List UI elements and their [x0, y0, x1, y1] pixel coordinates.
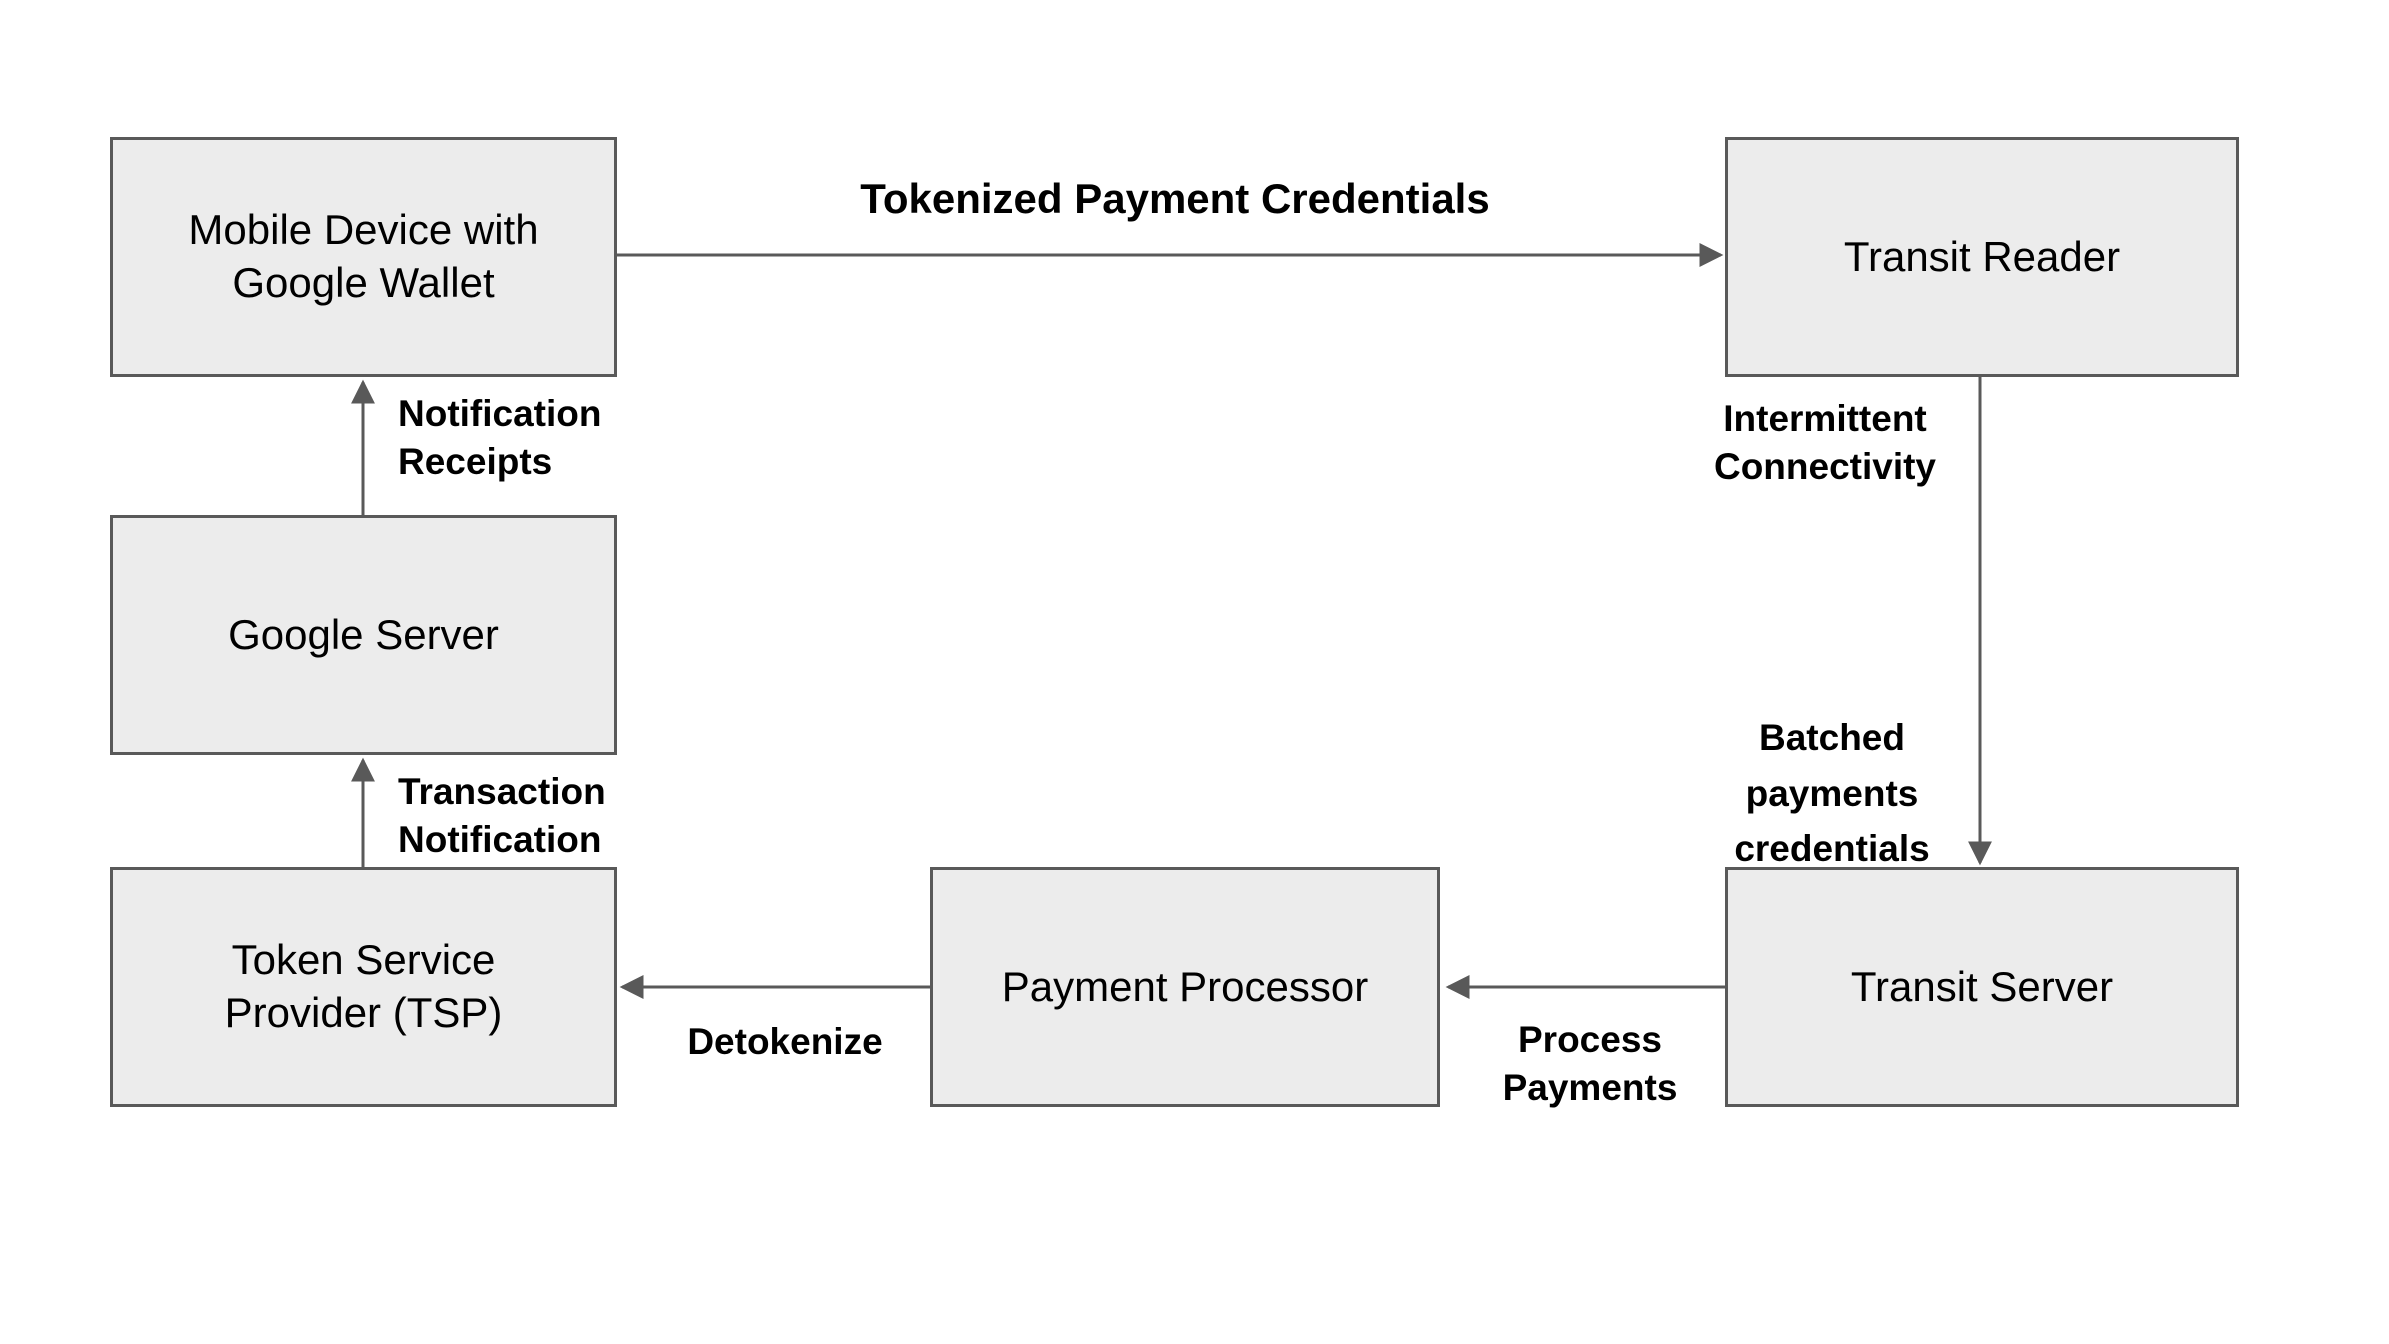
edge-label-intermittent-connectivity: Intermittent Connectivity — [1713, 398, 1937, 488]
node-token-service-provider: Token Service Provider (TSP) — [110, 867, 617, 1107]
edge-label-transaction-notification: Transaction Notification — [398, 771, 606, 861]
edge-label-notification-receipts: Notification Receipts — [398, 393, 602, 483]
edge-label-tokenized-payment-credentials: Tokenized Payment Credentials — [860, 175, 1490, 222]
node-label: Google Server — [228, 610, 499, 658]
edge-label-detokenize: Detokenize — [687, 1021, 883, 1062]
edge-label-process-payments: Process Payments — [1502, 1019, 1678, 1109]
node-label: Transit Server — [1850, 962, 2114, 1010]
node-mobile-device-google-wallet: Mobile Device with Google Wallet — [110, 137, 617, 377]
node-google-server: Google Server — [110, 515, 617, 755]
node-payment-processor: Payment Processor — [930, 867, 1440, 1107]
node-transit-reader: Transit Reader — [1725, 137, 2239, 377]
edge-label-batched-payments-credentials: Batched payments credentials — [1734, 717, 1930, 869]
node-transit-server: Transit Server — [1725, 867, 2239, 1107]
node-label: Transit Reader — [1843, 232, 2121, 280]
node-label: Payment Processor — [1001, 962, 1369, 1010]
node-label: Token Service Provider (TSP) — [224, 936, 503, 1036]
node-label: Mobile Device with Google Wallet — [188, 206, 539, 306]
